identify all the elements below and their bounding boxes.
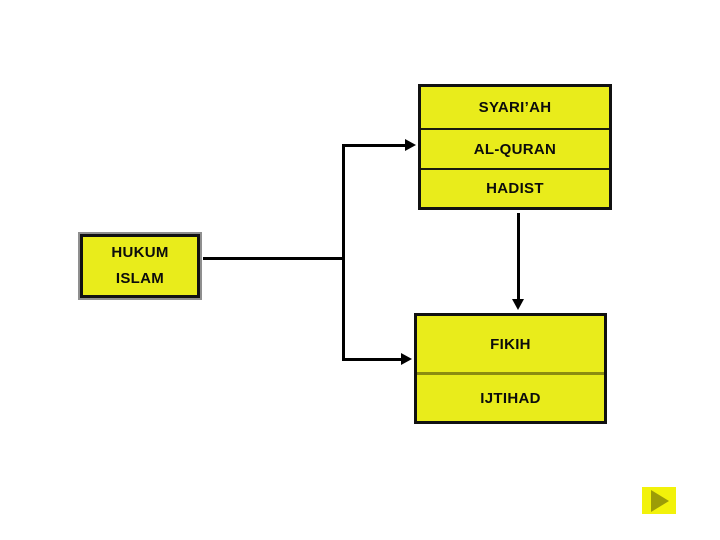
- node-row-hadist[interactable]: HADIST: [421, 168, 609, 207]
- connector-lower-arm: [342, 358, 403, 361]
- connector-upper-arm: [342, 144, 407, 147]
- connector-sumber-to-fikih: [517, 213, 520, 300]
- node-sumber-hukum[interactable]: SYARI’AH AL-QURAN HADIST: [418, 84, 612, 210]
- connector-root-stem: [203, 257, 345, 260]
- node-row-al-quran[interactable]: AL-QURAN: [421, 128, 609, 168]
- node-hukum-islam[interactable]: HUKUM ISLAM: [78, 232, 202, 300]
- play-triangle-icon: [651, 489, 669, 512]
- node-hukum-islam-inner: HUKUM ISLAM: [80, 234, 200, 298]
- connector-branch-trunk: [342, 144, 345, 361]
- node-hukum-islam-line-2: ISLAM: [115, 270, 165, 287]
- arrowhead-to-fikih-ijtihad: [401, 353, 412, 365]
- play-button[interactable]: [642, 487, 676, 514]
- node-row-ijtihad[interactable]: IJTIHAD: [417, 372, 604, 421]
- node-row-syariah[interactable]: SYARI’AH: [478, 99, 552, 116]
- node-hukum-islam-line-1: HUKUM: [111, 244, 169, 261]
- arrowhead-to-sumber-hukum: [405, 139, 416, 151]
- arrowhead-down-to-fikih: [512, 299, 524, 310]
- node-fikih-ijtihad[interactable]: FIKIH IJTIHAD: [414, 313, 607, 424]
- node-row-fikih[interactable]: FIKIH: [490, 335, 531, 353]
